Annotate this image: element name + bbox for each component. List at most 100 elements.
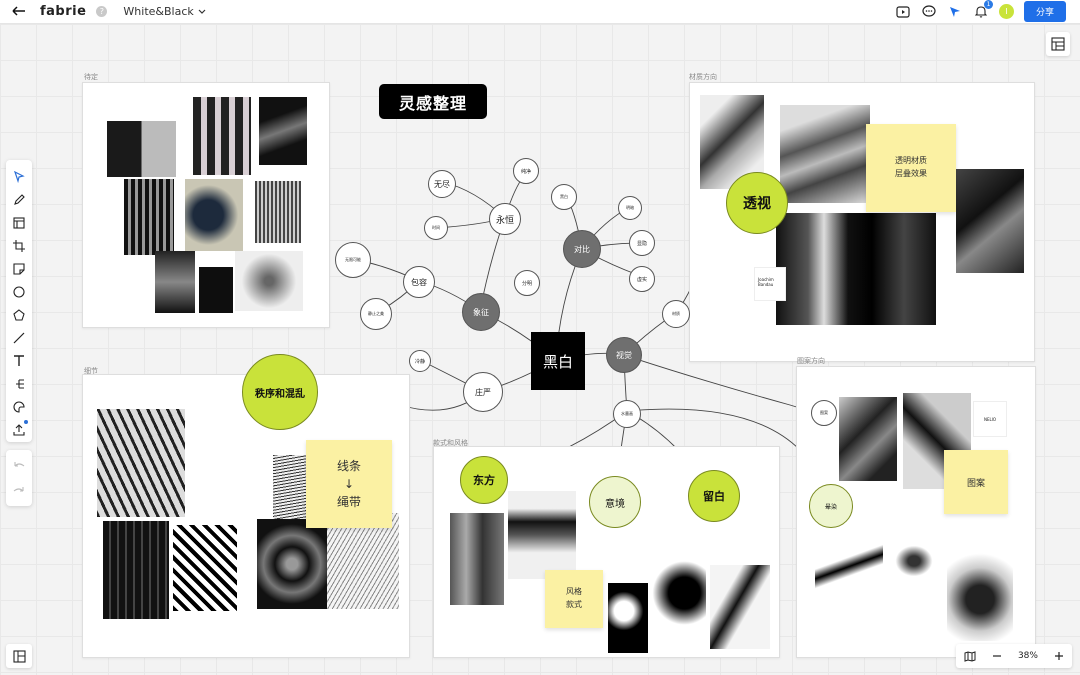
polygon-icon[interactable] [10, 306, 28, 323]
circle-icon[interactable] [10, 283, 28, 300]
moodboard-image[interactable] [155, 251, 195, 313]
mindmap-node[interactable]: 水墨画 [613, 400, 641, 428]
notification-bell-icon[interactable]: 1 [973, 0, 993, 20]
mindmap-node[interactable]: 明暗 [618, 196, 642, 220]
palette-icon[interactable] [10, 398, 28, 415]
frame-pending[interactable] [82, 82, 330, 328]
presentation-icon[interactable] [895, 4, 911, 20]
moodboard-image[interactable] [257, 519, 327, 609]
moodboard-image[interactable] [173, 525, 237, 611]
moodboard-image[interactable] [255, 181, 301, 243]
notification-badge: 1 [983, 0, 993, 9]
redo-icon[interactable] [10, 482, 28, 499]
moodboard-image[interactable] [973, 401, 1007, 437]
line-icon[interactable] [10, 329, 28, 346]
frame-label: 待定 [84, 73, 98, 81]
undo-redo-bar [6, 450, 32, 506]
moodboard-image[interactable] [193, 97, 251, 175]
mindmap-node[interactable]: 材质 [662, 300, 690, 328]
sticky-note[interactable]: 图案 [944, 450, 1008, 514]
frame-label: 材质方向 [689, 73, 717, 81]
mindmap-node[interactable]: 留白 [688, 470, 740, 522]
undo-icon[interactable] [10, 457, 28, 474]
zoom-in-button[interactable] [1054, 651, 1064, 661]
mindmap-node[interactable]: 东方 [460, 456, 508, 504]
zoom-level[interactable]: 38% [1017, 651, 1038, 661]
mindmap-node[interactable]: 虚实 [629, 266, 655, 292]
mindmap-node[interactable]: 显隐 [629, 230, 655, 256]
mindmap-node[interactable]: 永恒 [489, 203, 521, 235]
sticky-note-icon[interactable] [10, 260, 28, 277]
moodboard-image[interactable] [103, 521, 169, 619]
sticky-note[interactable]: 线条 ↓ 绳带 [306, 440, 392, 528]
help-icon[interactable]: ? [96, 6, 108, 17]
chevron-down-icon [198, 9, 206, 14]
text-icon[interactable] [10, 352, 28, 369]
frame-tool-icon[interactable] [10, 214, 28, 231]
mindmap-node[interactable]: 包容 [403, 266, 435, 298]
crop-tool-icon[interactable] [10, 237, 28, 254]
mindmap-node[interactable]: 视觉 [606, 337, 642, 373]
moodboard-image[interactable] [97, 409, 185, 517]
mindmap-node[interactable]: 意境 [589, 476, 641, 528]
mindmap-node[interactable]: 分明 [514, 270, 540, 296]
sticky-note[interactable]: 透明材质 层叠效果 [866, 124, 956, 212]
document-name-dropdown[interactable]: White&Black [123, 5, 206, 18]
mindmap-node[interactable]: 静止之美 [360, 298, 392, 330]
board-title[interactable]: 灵感整理 [379, 84, 487, 119]
moodboard-image[interactable] [199, 267, 233, 313]
map-icon[interactable] [964, 650, 976, 662]
moodboard-image[interactable] [652, 551, 706, 635]
layout-panel-icon[interactable] [1046, 32, 1070, 56]
app-logo[interactable]: fabrie [40, 4, 87, 19]
mindmap-node[interactable]: 无尽 [428, 170, 456, 198]
mindmap-node[interactable]: 图案 [811, 400, 837, 426]
mindmap-node[interactable]: 透视 [726, 172, 788, 234]
moodboard-image[interactable] [776, 213, 936, 325]
moodboard-image[interactable] [185, 179, 243, 251]
moodboard-image[interactable] [947, 537, 1013, 641]
mindmap-node[interactable]: 黑白 [551, 184, 577, 210]
moodboard-image[interactable] [710, 565, 770, 649]
select-tool-icon[interactable] [10, 168, 28, 185]
mindmap-center-node[interactable]: 黑白 [531, 332, 585, 390]
mindmap-node[interactable]: 无限可能 [335, 242, 371, 278]
moodboard-image[interactable] [235, 251, 303, 311]
user-avatar[interactable]: I [998, 4, 1014, 19]
artist-label: Joachim Bandau [758, 277, 774, 287]
whiteboard-canvas[interactable]: 灵感整理 待定 材质方向 Joachim Bandau 细节 款式和风格 [0, 24, 1080, 675]
mindmap-node[interactable]: 纯净 [513, 158, 539, 184]
mindmap-node[interactable]: 象征 [462, 293, 500, 331]
moodboard-image[interactable] [327, 513, 399, 609]
mindmap-node[interactable]: 冷静 [409, 350, 431, 372]
moodboard-image[interactable] [450, 513, 504, 605]
moodboard-image[interactable] [956, 169, 1024, 273]
moodboard-image[interactable] [608, 583, 648, 653]
mindmap-node[interactable]: 时间 [424, 216, 448, 240]
mindmap-icon[interactable] [10, 375, 28, 392]
comment-icon[interactable] [921, 4, 937, 20]
pen-tool-icon[interactable] [10, 191, 28, 208]
moodboard-image[interactable] [780, 105, 870, 203]
mindmap-node[interactable]: 庄严 [463, 372, 503, 412]
moodboard-image[interactable] [508, 491, 576, 579]
moodboard-image[interactable] [885, 537, 943, 585]
zoom-controls: 38% [956, 644, 1072, 668]
moodboard-image[interactable] [754, 267, 786, 301]
moodboard-image[interactable] [107, 121, 176, 177]
back-arrow-icon[interactable] [12, 4, 26, 20]
mindmap-node[interactable]: 晕染 [809, 484, 853, 528]
sidebar-toggle-icon[interactable] [6, 644, 32, 668]
cursor-follow-icon[interactable] [947, 4, 963, 20]
sticky-note[interactable]: 风格 款式 [545, 570, 603, 628]
moodboard-image[interactable] [815, 521, 883, 617]
moodboard-image[interactable] [839, 397, 897, 481]
upload-icon[interactable] [10, 420, 28, 438]
zoom-out-button[interactable] [992, 651, 1002, 661]
moodboard-image[interactable] [124, 179, 174, 255]
share-button[interactable]: 分享 [1023, 1, 1066, 22]
mindmap-node[interactable]: 秩序和混乱 [242, 354, 318, 430]
moodboard-image[interactable] [259, 97, 307, 165]
frame-label: 图案方向 [797, 357, 825, 365]
mindmap-node[interactable]: 对比 [563, 230, 601, 268]
